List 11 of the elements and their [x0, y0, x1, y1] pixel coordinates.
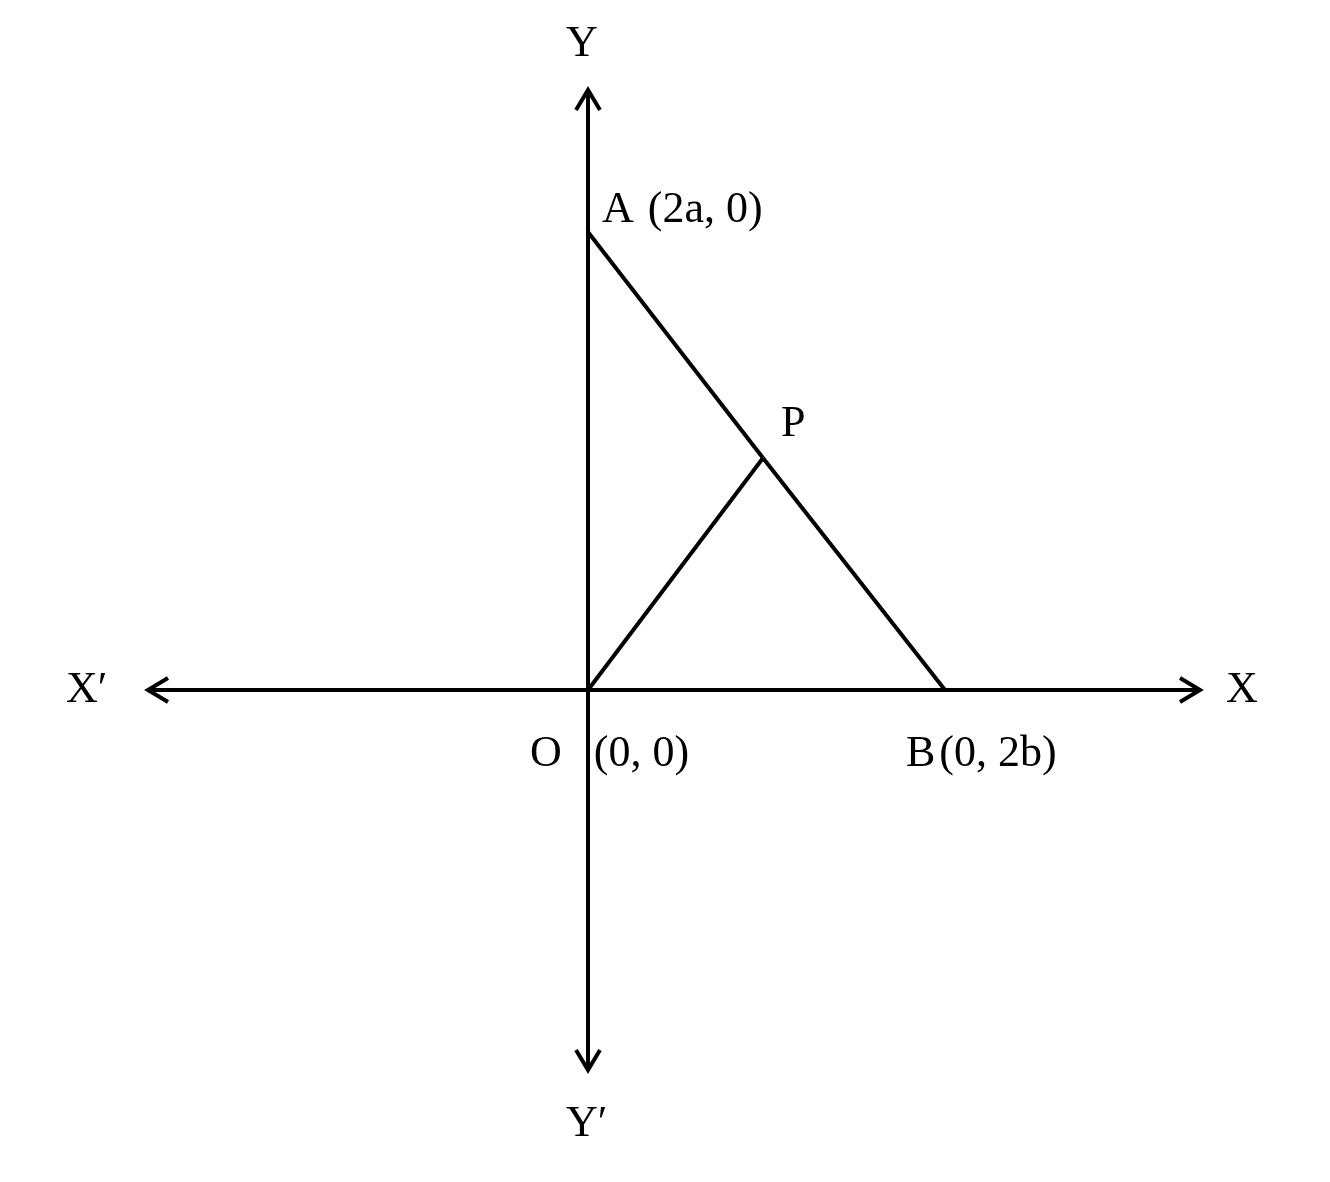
axis-label: Y: [566, 18, 598, 66]
axis-label: X′: [66, 664, 108, 712]
point-label: (0, 0): [593, 730, 690, 774]
point-label: (2a, 0): [647, 186, 763, 230]
axis-label: Y′: [566, 1098, 608, 1146]
point-label: B: [906, 730, 936, 774]
point-label: (0, 2b): [939, 730, 1057, 774]
point-label: P: [781, 400, 806, 444]
point-label: A: [602, 186, 634, 230]
axis-label: X: [1226, 664, 1258, 712]
point-label: O: [530, 730, 562, 774]
